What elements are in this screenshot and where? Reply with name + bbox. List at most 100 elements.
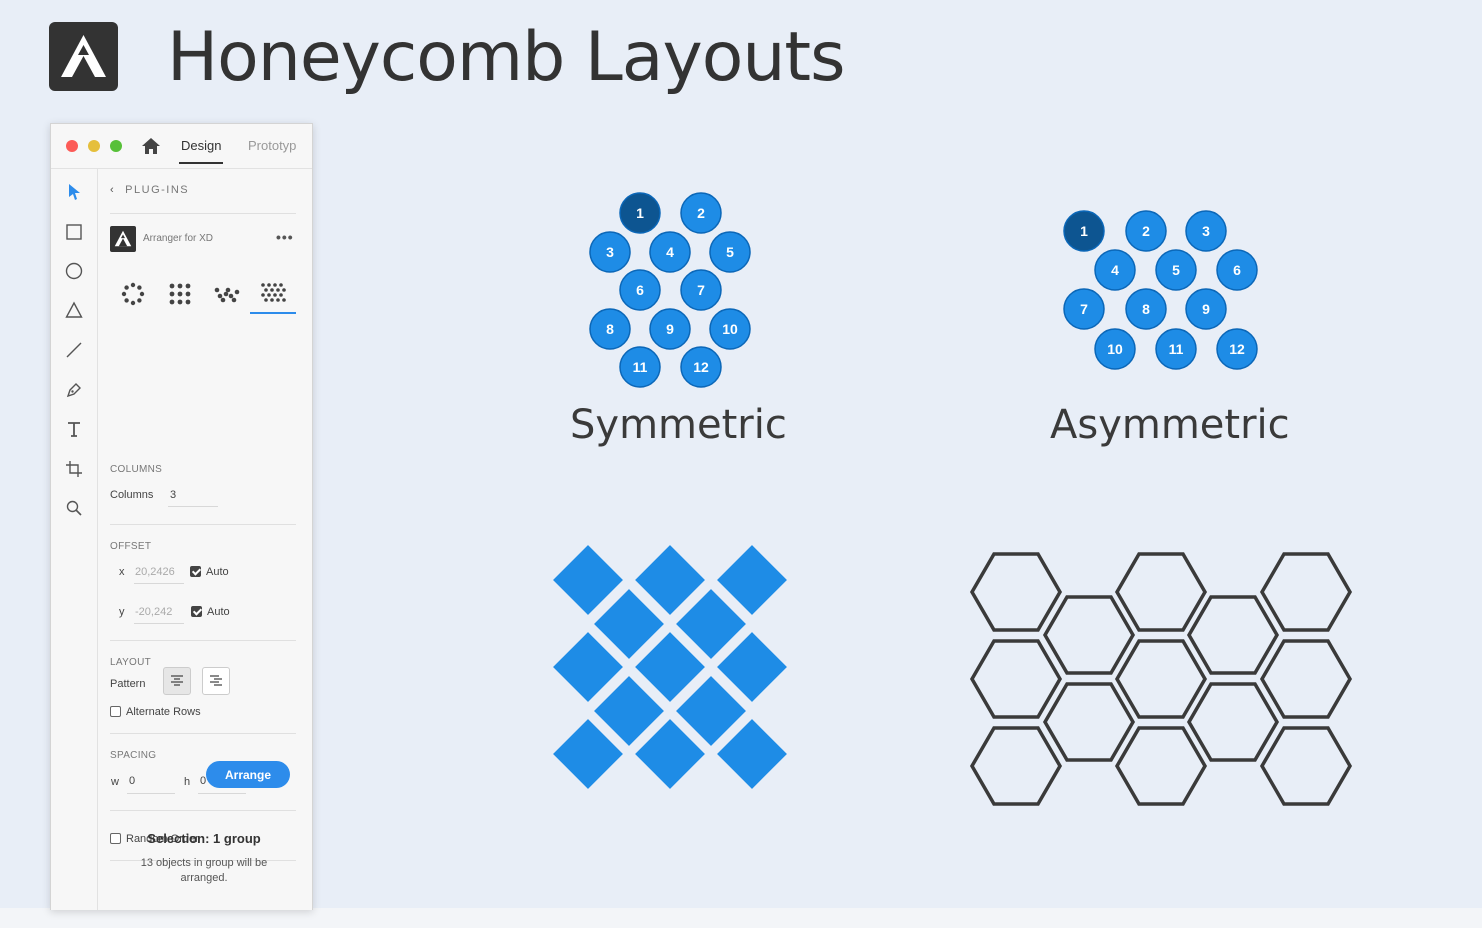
grid-arrange-icon [169, 283, 191, 305]
pen-icon [66, 383, 81, 398]
plugin-panel: ‹ PLUG-INS Arranger for XD ••• [98, 169, 312, 910]
random-order-checkbox[interactable] [110, 833, 121, 844]
hexagon-honeycomb [969, 552, 1353, 806]
minimize-window-button[interactable] [88, 140, 100, 152]
diamond-tile [712, 627, 792, 707]
pattern-offset-button[interactable] [202, 667, 230, 695]
divider [110, 524, 296, 525]
circle-arrange-icon [121, 282, 145, 306]
hexagon-cell [969, 639, 1063, 719]
symmetric-circle-number: 9 [666, 321, 674, 337]
offset-x-input[interactable]: 20,2426 [135, 566, 175, 578]
symmetric-circle-number: 6 [636, 282, 644, 298]
symmetric-circle-9: 9 [649, 308, 691, 350]
diamond-grid [548, 540, 792, 794]
title-bar: Design Prototyp [51, 124, 312, 169]
asymmetric-circle-1: 1 [1063, 210, 1105, 252]
diamond-tile [630, 714, 710, 794]
layout-section-label: LAYOUT [110, 657, 152, 668]
wave-mode-tab[interactable] [212, 279, 242, 309]
arranger-logo [49, 22, 118, 91]
spacing-w-input[interactable]: 0 [129, 775, 136, 787]
spacing-w-underline [127, 793, 175, 794]
offset-x-underline [134, 583, 184, 584]
bottom-strip [0, 908, 1482, 928]
symmetric-circle-number: 10 [722, 321, 738, 337]
diamond-tile [671, 671, 751, 751]
align-offset-icon [210, 675, 222, 686]
asymmetric-circle-5: 5 [1155, 249, 1197, 291]
alternate-rows-label: Alternate Rows [126, 706, 201, 718]
symmetric-circle-4: 4 [649, 231, 691, 273]
maximize-window-button[interactable] [110, 140, 122, 152]
offset-y-auto-checkbox[interactable] [191, 606, 202, 617]
more-options-button[interactable]: ••• [276, 229, 294, 245]
zoom-tool[interactable] [63, 497, 85, 519]
pen-tool[interactable] [63, 379, 85, 401]
asymmetric-circle-2: 2 [1125, 210, 1167, 252]
hexagon-cell [1042, 682, 1136, 762]
back-label: PLUG-INS [125, 184, 190, 196]
asymmetric-circle-number: 4 [1111, 262, 1119, 278]
rectangle-tool[interactable] [63, 221, 85, 243]
pattern-label: Pattern [110, 678, 146, 690]
diamond-tile [630, 627, 710, 707]
asymmetric-circle-7: 7 [1063, 288, 1105, 330]
symmetric-circle-2: 2 [680, 192, 722, 234]
asymmetric-circle-6: 6 [1216, 249, 1258, 291]
symmetric-circle-1: 1 [619, 192, 661, 234]
chevron-left-icon: ‹ [110, 184, 116, 196]
plugin-name: Arranger for XD [143, 233, 214, 244]
active-tab-indicator [250, 312, 296, 314]
line-icon [66, 342, 82, 358]
diamond-tile [712, 714, 792, 794]
tab-prototype[interactable]: Prototyp [248, 138, 297, 153]
triangle-icon [65, 301, 83, 318]
pointer-icon [69, 184, 80, 200]
grid-mode-tab[interactable] [165, 279, 195, 309]
hexagon-cell [1186, 682, 1280, 762]
asymmetric-circle-number: 9 [1202, 301, 1210, 317]
circle-mode-tab[interactable] [118, 279, 148, 309]
arrange-button[interactable]: Arrange [206, 761, 290, 788]
symmetric-circle-11: 11 [619, 346, 661, 388]
diamond-tile [548, 714, 628, 794]
close-window-button[interactable] [66, 140, 78, 152]
text-tool[interactable] [63, 418, 85, 440]
symmetric-circle-number: 3 [606, 244, 614, 260]
polygon-tool[interactable] [63, 299, 85, 321]
diamond-tile [548, 627, 628, 707]
divider [110, 213, 296, 214]
page-title: Honeycomb Layouts [167, 18, 846, 97]
pattern-center-button[interactable] [163, 667, 191, 695]
symmetric-circle-8: 8 [589, 308, 631, 350]
home-icon[interactable] [141, 137, 161, 155]
spacing-h-input[interactable]: 0 [200, 775, 207, 787]
hexagon-cell [1114, 726, 1208, 806]
select-tool[interactable] [63, 181, 85, 203]
columns-input[interactable]: 3 [170, 489, 177, 501]
hexagon-cell [1114, 639, 1208, 719]
tab-design[interactable]: Design [178, 138, 224, 164]
line-tool[interactable] [63, 339, 85, 361]
align-center-icon [171, 675, 183, 686]
ellipse-tool[interactable] [63, 260, 85, 282]
symmetric-circle-7: 7 [680, 269, 722, 311]
symmetric-circle-number: 11 [633, 359, 648, 375]
symmetric-circle-5: 5 [709, 231, 751, 273]
spacing-section-label: SPACING [110, 750, 157, 761]
asymmetric-circle-number: 1 [1080, 223, 1088, 239]
hexagon-cell [1259, 639, 1353, 719]
rectangle-icon [66, 224, 82, 240]
back-to-plugins[interactable]: ‹ PLUG-INS [110, 184, 189, 196]
offset-y-label: y [119, 606, 125, 618]
offset-section-label: OFFSET [110, 541, 152, 552]
artboard-icon [66, 461, 82, 477]
offset-x-auto-checkbox[interactable] [190, 566, 201, 577]
hexagon-cell [1259, 726, 1353, 806]
alternate-rows-checkbox[interactable] [110, 706, 121, 717]
offset-y-input[interactable]: -20,242 [135, 606, 173, 618]
artboard-tool[interactable] [63, 458, 85, 480]
honeycomb-mode-tab[interactable] [258, 279, 288, 309]
diamond-tile [589, 671, 669, 751]
